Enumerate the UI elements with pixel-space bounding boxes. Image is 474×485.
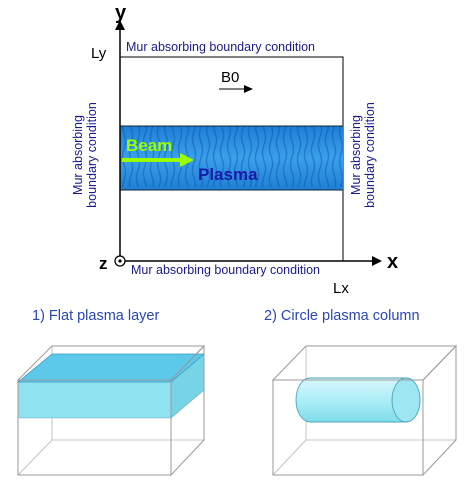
plasma-stripe bbox=[296, 126, 302, 188]
flat-layer-front bbox=[17, 381, 172, 419]
plasma-stripe bbox=[261, 126, 267, 188]
boundary-right-line-2: boundary condition bbox=[363, 102, 377, 208]
plasma-stripe bbox=[317, 126, 323, 188]
plasma-stripe bbox=[324, 126, 330, 188]
x-axis-label: x bbox=[387, 251, 399, 273]
plasma-stripe bbox=[310, 126, 316, 188]
plasma-stripe bbox=[156, 126, 162, 188]
plasma-stripe bbox=[198, 126, 204, 188]
plasma-stripe bbox=[149, 126, 155, 188]
plasma-stripe bbox=[247, 126, 253, 188]
boundary-left-line-2: boundary condition bbox=[85, 102, 99, 208]
plasma-stripe bbox=[226, 126, 232, 188]
plasma-stripe bbox=[254, 126, 260, 188]
plasma-stripe bbox=[170, 126, 176, 188]
plasma-stripe bbox=[142, 126, 148, 188]
plasma-column bbox=[295, 377, 421, 423]
plasma-stripe bbox=[240, 126, 246, 188]
plasma-band bbox=[120, 125, 344, 191]
flat-plasma-layer-cube bbox=[16, 344, 206, 477]
plasma-stripe bbox=[268, 126, 274, 188]
z-axis-label: z bbox=[99, 254, 108, 273]
beam-label: Beam bbox=[126, 136, 173, 155]
plasma-stripe bbox=[233, 126, 239, 188]
boundary-right-line-1: Mur absorbing bbox=[349, 115, 363, 195]
plasma-stripe bbox=[205, 126, 211, 188]
plasma-stripe bbox=[331, 126, 337, 188]
ly-label: Ly bbox=[91, 45, 107, 62]
plasma-stripe bbox=[135, 126, 141, 188]
caption-circle-column: 2) Circle plasma column bbox=[264, 308, 420, 324]
flat-layer-top bbox=[16, 353, 206, 383]
plasma-stripe bbox=[282, 126, 288, 188]
caption-flat-layer: 1) Flat plasma layer bbox=[32, 308, 160, 324]
plasma-stripe bbox=[177, 126, 183, 188]
plasma-stripe bbox=[163, 126, 169, 188]
boundary-top-label: Mur absorbing boundary condition bbox=[126, 40, 316, 54]
boundary-left-line-1: Mur absorbing bbox=[71, 115, 85, 195]
y-axis-label: y bbox=[115, 2, 127, 24]
plasma-label: Plasma bbox=[198, 165, 258, 184]
plasma-stripe bbox=[289, 126, 295, 188]
plasma-stripe bbox=[121, 126, 127, 188]
lx-label: Lx bbox=[333, 280, 349, 297]
boundary-right-label: Mur absorbing boundary condition bbox=[349, 102, 377, 208]
plasma-stripe bbox=[212, 126, 218, 188]
plasma-stripe bbox=[191, 126, 197, 188]
z-axis-symbol bbox=[114, 255, 126, 267]
plasma-stripe bbox=[338, 126, 344, 188]
plasma-stripe bbox=[303, 126, 309, 188]
circle-plasma-column-cube bbox=[271, 344, 458, 477]
plasma-stripe bbox=[219, 126, 225, 188]
boundary-bottom-label: Mur absorbing boundary condition bbox=[131, 263, 321, 277]
plasma-stripe bbox=[275, 126, 281, 188]
b0-label: B0 bbox=[221, 69, 240, 86]
plasma-stripe bbox=[128, 126, 134, 188]
boundary-left-label: Mur absorbing boundary condition bbox=[71, 102, 99, 208]
